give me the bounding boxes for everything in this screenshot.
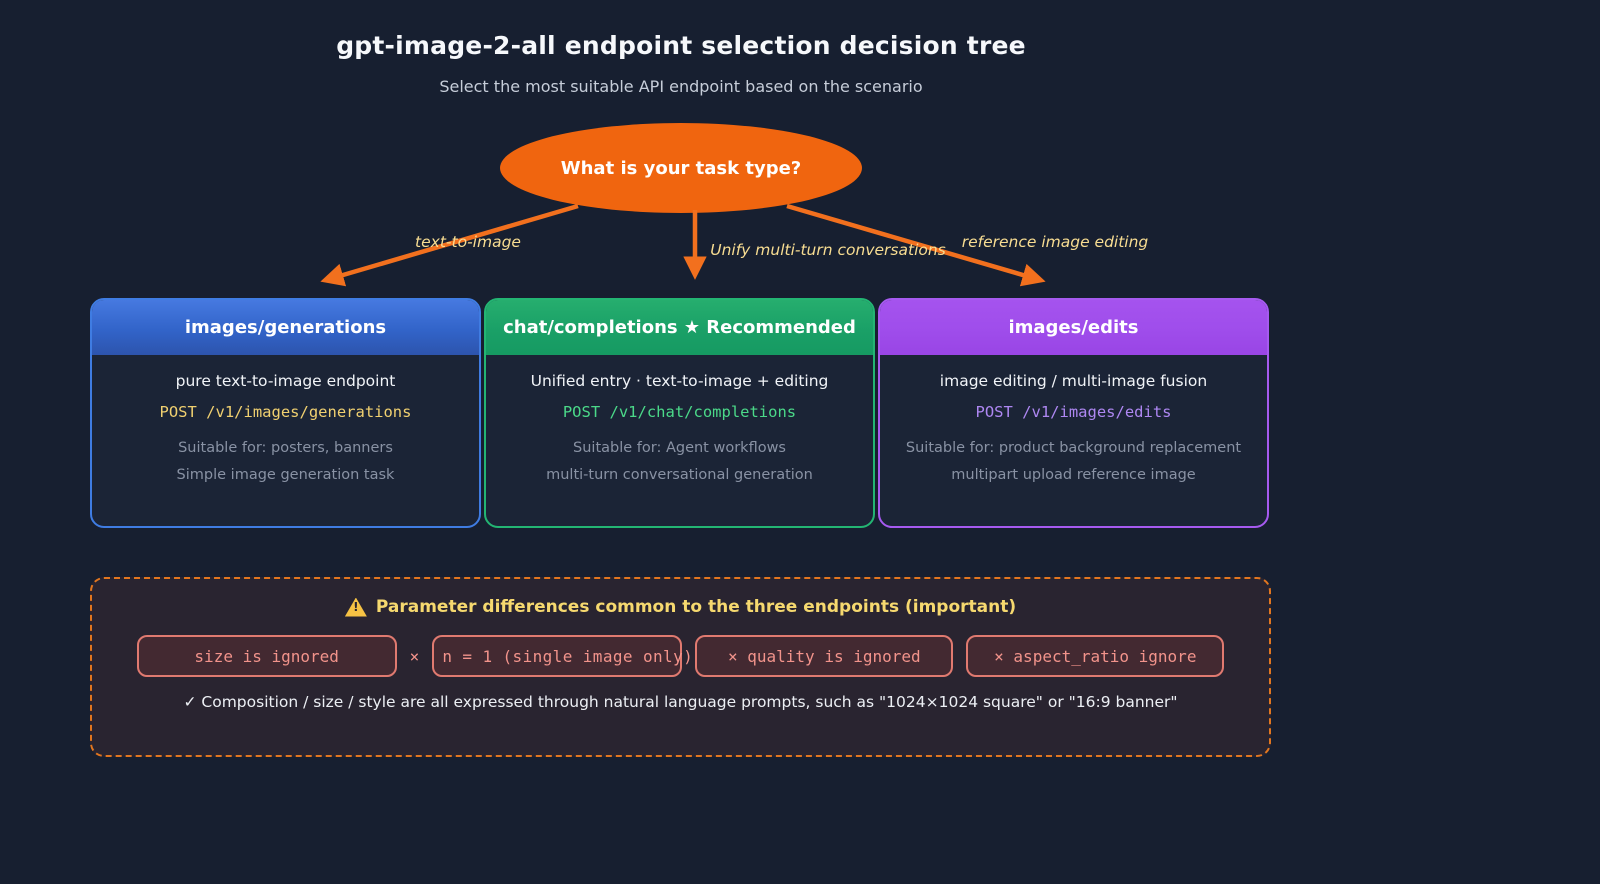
warning-title-row: Parameter differences common to the thre… — [92, 597, 1269, 617]
card-body: image editing / multi-image fusion POST … — [880, 355, 1267, 483]
card-suitable-for: Suitable for: posters, banners — [178, 440, 393, 456]
card-body: pure text-to-image endpoint POST /v1/ima… — [92, 355, 479, 483]
root-question-node: What is your task type? — [500, 123, 862, 213]
card-header: chat/completions ★ Recommended — [486, 300, 873, 355]
pill-quality-ignored: × quality is ignored — [695, 635, 954, 677]
card-header: images/generations — [92, 300, 479, 355]
branch-label-multi-turn: Unify multi-turn conversations — [710, 241, 946, 259]
card-suitable-for: Suitable for: Agent workflows — [573, 440, 786, 456]
card-suitable-for: Suitable for: product background replace… — [905, 440, 1242, 456]
parameter-pills-row: size is ignored × n = 1 (single image on… — [92, 635, 1269, 677]
pill-n-single-image: n = 1 (single image only) — [432, 635, 693, 677]
pill-aspect-ratio-ignored: × aspect_ratio ignore — [966, 635, 1225, 677]
card-extra-note: Simple image generation task — [176, 467, 395, 483]
page-subtitle: Select the most suitable API endpoint ba… — [439, 77, 923, 96]
card-description: image editing / multi-image fusion — [939, 372, 1208, 390]
root-question-label: What is your task type? — [560, 157, 802, 179]
pill-size-ignored: size is ignored — [136, 635, 397, 677]
warning-icon — [344, 597, 367, 617]
branch-arrows — [320, 203, 1046, 287]
card-body: Unified entry · text-to-image + editing … — [486, 355, 873, 483]
pill-separator-x: × — [409, 646, 420, 666]
endpoint-cards-row: images/generations pure text-to-image en… — [90, 298, 1271, 528]
card-header: images/edits — [880, 300, 1267, 355]
arrow-right-icon — [786, 203, 1046, 287]
card-endpoint-path: POST /v1/chat/completions — [562, 403, 797, 421]
card-endpoint-path: POST /v1/images/generations — [159, 403, 412, 421]
card-description: pure text-to-image endpoint — [175, 372, 396, 390]
page-title: gpt-image-2-all endpoint selection decis… — [336, 31, 1026, 60]
branch-label-reference-editing: reference image editing — [961, 233, 1149, 251]
warning-title: Parameter differences common to the thre… — [375, 597, 1017, 617]
card-description: Unified entry · text-to-image + editing — [530, 372, 829, 390]
arrow-left-icon — [320, 203, 579, 287]
card-endpoint-path: POST /v1/images/edits — [975, 403, 1172, 421]
card-images-edits: images/edits image editing / multi-image… — [878, 298, 1269, 528]
card-chat-completions: chat/completions ★ Recommended Unified e… — [484, 298, 875, 528]
warning-note: ✓ Composition / size / style are all exp… — [183, 693, 1178, 711]
card-extra-note: multipart upload reference image — [951, 467, 1196, 483]
parameter-warning-panel: Parameter differences common to the thre… — [90, 577, 1271, 757]
branch-label-text-to-image: text-to-image — [415, 233, 521, 251]
card-images-generations: images/generations pure text-to-image en… — [90, 298, 481, 528]
card-extra-note: multi-turn conversational generation — [546, 467, 813, 483]
